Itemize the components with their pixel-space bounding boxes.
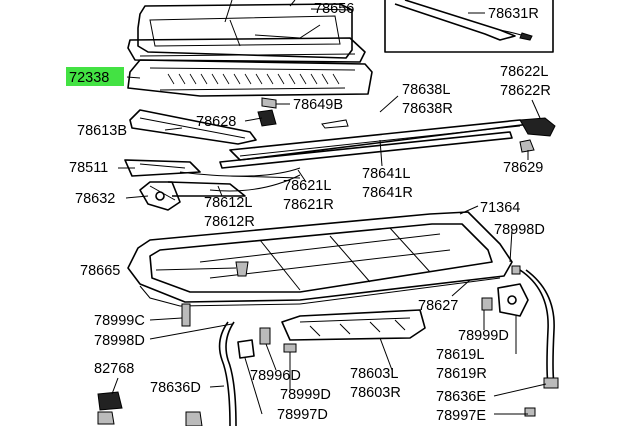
sunshade-hatch-line (277, 73, 285, 85)
label-78603L: 78603L (350, 366, 398, 382)
label-78999D-bottom: 78999D (280, 387, 331, 403)
label-82768: 82768 (94, 361, 134, 377)
label-78641L: 78641L (362, 166, 410, 182)
sunshade-hatch-line (266, 73, 274, 85)
label-78632: 78632 (75, 191, 115, 207)
lower-brackets (281, 309, 426, 341)
label-78998D-left: 78998D (94, 333, 145, 349)
label-78612L: 78612L (204, 195, 252, 211)
sunshade-hatch-line (310, 73, 318, 85)
label-78621R: 78621R (283, 197, 334, 213)
sunshade-hatch-line (299, 73, 307, 85)
bolts-and-clips (97, 261, 536, 426)
label-78998D-right: 78998D (494, 222, 545, 238)
sunshade-hatch-line (288, 73, 296, 85)
label-highlight-72338 (66, 67, 124, 86)
sunshade-hatch-line (167, 73, 175, 85)
sunshade-panel (127, 59, 373, 97)
part-labels: 78656 78631R 72338 78622L 78622R 78638L … (69, 1, 551, 424)
sunshade-hatch-line (332, 73, 340, 85)
label-78636D: 78636D (150, 380, 201, 396)
label-78621L: 78621L (283, 178, 331, 194)
sunshade-hatch-line (244, 73, 252, 85)
label-78665: 78665 (80, 263, 120, 279)
label-78622L: 78622L (500, 64, 548, 80)
label-78511: 78511 (69, 160, 108, 176)
label-78603R: 78603R (350, 385, 401, 401)
label-78613B: 78613B (77, 123, 127, 139)
sunshade-hatch-line (321, 73, 329, 85)
drive-mechanism (124, 159, 246, 211)
leader-lines (111, 0, 547, 415)
label-78636E: 78636E (436, 389, 486, 405)
label-78638L: 78638L (402, 82, 450, 98)
label-78649B: 78649B (293, 97, 343, 113)
side-bracket (497, 283, 529, 317)
label-78619R: 78619R (436, 366, 487, 382)
label-78997D: 78997D (277, 407, 328, 423)
label-78997E: 78997E (436, 408, 486, 424)
guide-rails (219, 119, 531, 169)
inset-box (384, 0, 554, 53)
sunshade-hatch-line (222, 73, 230, 85)
label-78612R: 78612R (204, 214, 255, 230)
label-78622R: 78622R (500, 83, 551, 99)
label-78641R: 78641R (362, 185, 413, 201)
label-71364: 71364 (480, 200, 520, 216)
label-78628: 78628 (196, 114, 236, 130)
label-78999C: 78999C (94, 313, 145, 329)
sunshade-hatch-line (189, 73, 197, 85)
label-78996D: 78996D (250, 368, 301, 384)
sunroof-frame (127, 211, 513, 307)
sunshade-hatch-line (255, 73, 263, 85)
small-hardware (257, 97, 277, 127)
deflector-rail (129, 109, 257, 145)
sunshade-hatch-line (178, 73, 186, 85)
label-78638R: 78638R (402, 101, 453, 117)
sunshade-hatch-line (200, 73, 208, 85)
sunroof-glass-assembly (127, 3, 366, 63)
drain-hoses (218, 269, 559, 426)
label-78656: 78656 (314, 1, 354, 17)
label-78629: 78629 (503, 160, 543, 176)
label-78631R: 78631R (488, 6, 539, 22)
sunshade-hatch-line (211, 73, 219, 85)
rail-bracket (519, 117, 556, 153)
label-78619L: 78619L (436, 347, 484, 363)
label-78999D-right: 78999D (458, 328, 509, 344)
label-78627: 78627 (418, 298, 458, 314)
sunshade-hatch-line (233, 73, 241, 85)
label-72338: 72338 (69, 70, 109, 86)
